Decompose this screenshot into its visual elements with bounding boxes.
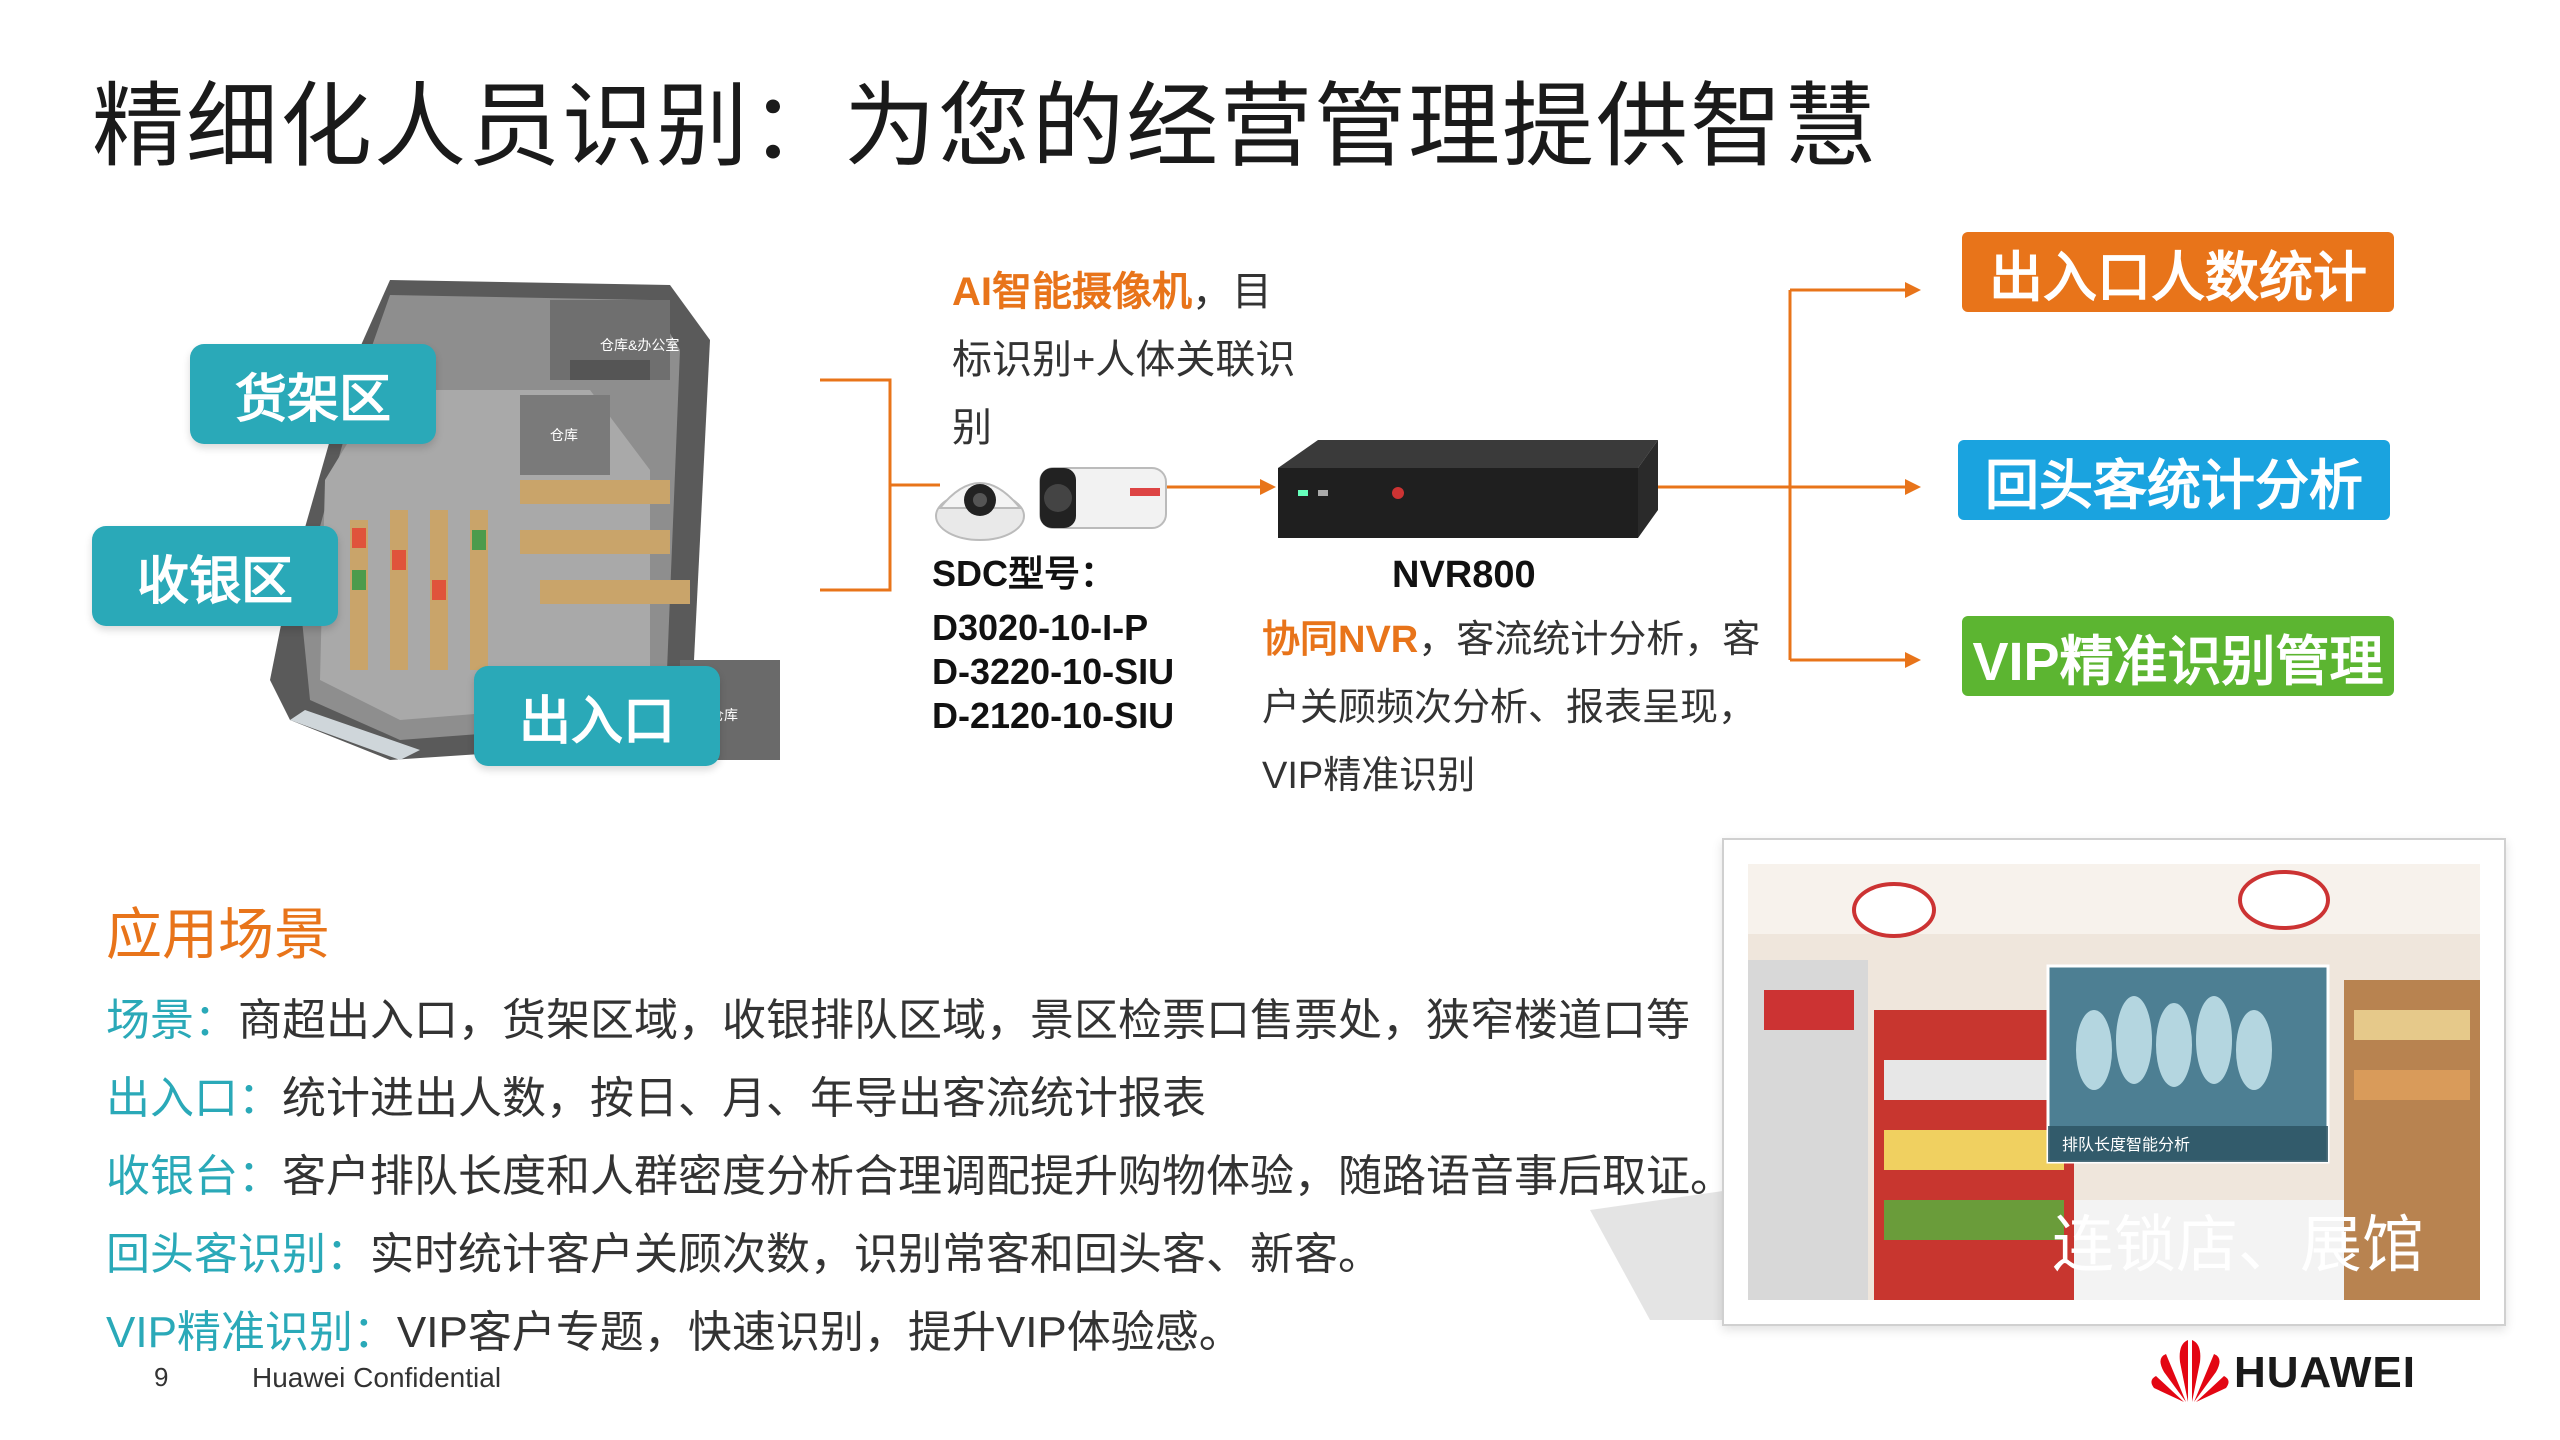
store-photo: 排队长度智能分析 连锁店、展馆 [1748,864,2480,1300]
camera-desc-line2: 标识别+人体关联识 [952,338,1296,382]
sdc-model: D-2120-10-SIU [932,695,1175,736]
room-label-office: 仓库&办公室 [600,337,679,353]
camera-desc-line3: 别 [952,406,992,450]
camera-devices [935,467,1167,541]
nvr-device [1278,440,1658,538]
nvr-desc-line3: VIP精准识别 [1262,755,1476,797]
confidential-label: Huawei Confidential [252,1362,502,1393]
camera-description: AI智能摄像机，目 标识别+人体关联识 别 [952,258,1332,462]
area-label-entrance: 出入口 [474,666,720,766]
result-vip-management: VIP精准识别管理 [1962,616,2394,696]
photo-shadow [1590,1190,1730,1320]
nvr-highlight: 协同NVR [1262,619,1419,661]
result-return-customer: 回头客统计分析 [1958,440,2390,520]
store-photo-frame: 排队长度智能分析 连锁店、展馆 [1722,838,2506,1326]
area-label-checkout: 收银区 [92,526,338,626]
nvr-name: NVR800 [1392,554,1536,596]
page-title: 精细化人员识别：为您的经营管理提供智慧 [92,76,1879,178]
nvr-desc-line1: ，客流统计分析，客 [1418,619,1761,661]
scenario-line: VIP精准识别：VIP客户专题，快速识别，提升VIP体验感。 [106,1308,1243,1357]
result-entrance-count: 出入口人数统计 [1962,232,2394,312]
nvr-desc-line2: 户关顾频次分析、报表呈现， [1262,687,1757,729]
camera-desc-line1: ，目 [1192,270,1272,314]
sdc-models: SDC型号： D3020-10-I-P D-3220-10-SIU D-2120… [932,552,1174,738]
huawei-logo-icon [2151,1340,2229,1402]
sdc-title: SDC型号： [932,553,1117,594]
page-number: 9 [154,1362,169,1392]
camera-highlight: AI智能摄像机 [952,270,1192,314]
area-label-shelves: 货架区 [190,344,436,444]
room-label-warehouse-1: 仓库 [550,427,578,443]
inset-caption: 排队长度智能分析 [2062,1136,2190,1154]
scenario-line: 出入口：统计进出人数，按日、月、年导出客流统计报表 [106,1074,1206,1123]
scenario-line: 场景：商超出入口，货架区域，收银排队区域，景区检票口售票处，狭窄楼道口等 [106,996,1690,1045]
sdc-model: D3020-10-I-P [932,607,1149,648]
brand-name: HUAWEI [2234,1348,2416,1397]
photo-caption: 连锁店、展馆 [2052,1211,2424,1280]
scenario-line: 回头客识别：实时统计客户关顾次数，识别常客和回头客、新客。 [106,1230,1382,1279]
scenario-line: 收银台：客户排队长度和人群密度分析合理调配提升购物体验，随路语音事后取证。 [106,1152,1734,1201]
sdc-model: D-3220-10-SIU [932,651,1175,692]
nvr-description: 协同NVR，客流统计分析，客 户关顾频次分析、报表呈现， VIP精准识别 [1262,606,1782,810]
scenarios-title: 应用场景 [106,903,330,966]
